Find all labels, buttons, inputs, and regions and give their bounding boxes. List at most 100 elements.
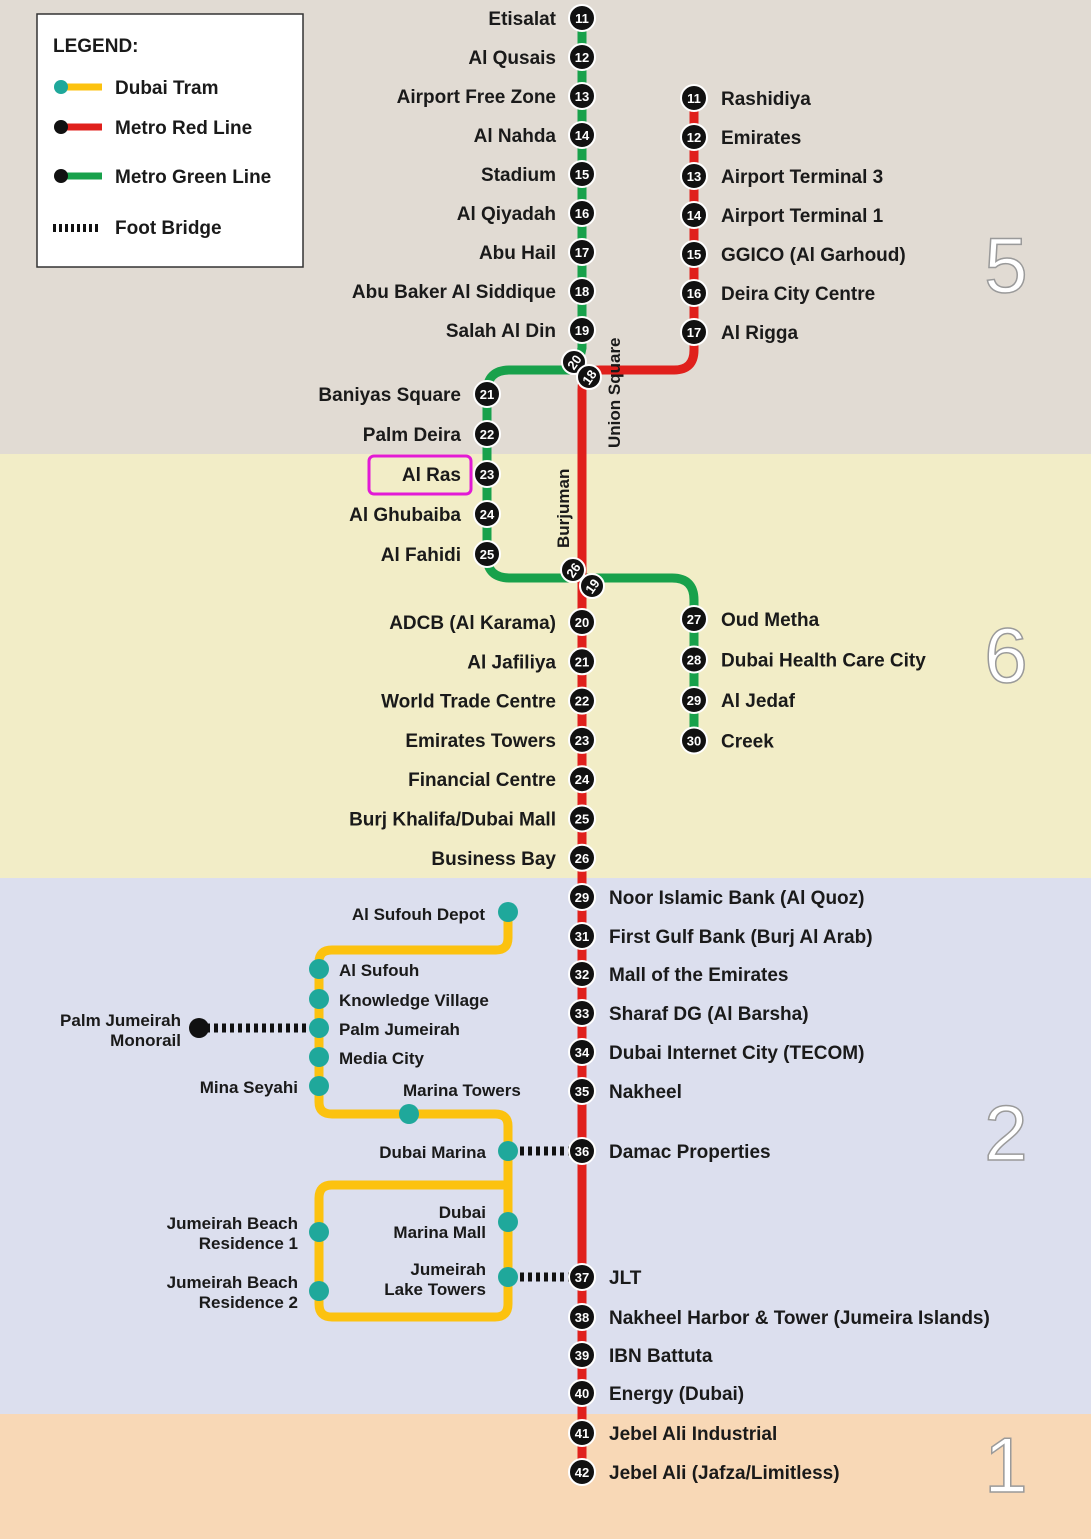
green-station-label: Al Nahda [474, 126, 557, 147]
green-station-number: 24 [480, 507, 495, 522]
red-station-marker [568, 1341, 596, 1369]
red-station-marker [568, 725, 596, 754]
tram-stop-jbr1[interactable] [309, 1222, 329, 1242]
tram-stop-palm-jumeirah[interactable] [309, 1018, 329, 1038]
red-station-label: Al Jafiliya [467, 652, 556, 673]
tram-stop-jbr2[interactable] [309, 1281, 329, 1301]
red-station-business-bay[interactable]: 26 Business Bay [431, 843, 596, 872]
tram-label-dubai-marina-mall-2: Marina Mall [393, 1223, 486, 1242]
tram-label-marina-towers: Marina Towers [403, 1081, 521, 1100]
green-station-marker [568, 121, 596, 149]
tram-stop-jlt[interactable] [498, 1267, 518, 1287]
tram-stop-al-sufouh-depot[interactable] [498, 902, 518, 922]
red-station-label: Jebel Ali Industrial [609, 1424, 777, 1445]
red-station-label: World Trade Centre [381, 692, 556, 713]
tram-line-icon [54, 80, 68, 94]
red-station-label: Airport Terminal 1 [721, 206, 884, 227]
tram-label-jbr1-2: Residence 1 [199, 1234, 298, 1253]
green-station-label: Creek [721, 732, 774, 753]
red-station-number: 26 [575, 851, 589, 866]
tram-stop-knowledge-village[interactable] [309, 989, 329, 1009]
interchange-burjuman[interactable]: 26 19 Burjuman [554, 469, 605, 599]
red-station-number: 41 [575, 1426, 589, 1441]
tram-stop-dubai-marina-mall[interactable] [498, 1212, 518, 1232]
green-station-label: Al Qusais [468, 48, 556, 69]
green-station-marker [568, 277, 596, 305]
tram-stop-marina-towers[interactable] [399, 1104, 419, 1124]
tram-stop-media-city[interactable] [309, 1047, 329, 1067]
red-station-label: IBN Battuta [609, 1346, 713, 1367]
red-station-energy-dubai[interactable]: 40 Energy (Dubai) [568, 1379, 744, 1407]
red-station-number: 35 [575, 1084, 589, 1099]
red-line-icon [54, 120, 68, 134]
red-station-number: 40 [575, 1386, 589, 1401]
green-station-number: 17 [575, 245, 589, 260]
tram-stop-dubai-marina[interactable] [498, 1141, 518, 1161]
zone-label-6: 6 [984, 611, 1027, 699]
red-station-label: Energy (Dubai) [609, 1384, 744, 1405]
red-station-number: 39 [575, 1348, 589, 1363]
red-station-label: Business Bay [431, 849, 556, 870]
interchange-union-square[interactable]: 20 18 Union Square [561, 337, 624, 448]
tram-label-media-city: Media City [339, 1049, 425, 1068]
green-station-marker [473, 420, 501, 448]
red-station-marker [568, 843, 596, 872]
al-ras-highlight [367, 454, 473, 496]
monorail-station[interactable] [189, 1018, 209, 1038]
red-station-marker [568, 1137, 596, 1165]
red-station-label: Rashidiya [721, 89, 811, 110]
red-station-ibn-battuta[interactable]: 39 IBN Battuta [568, 1341, 713, 1369]
red-station-number: 38 [575, 1310, 589, 1325]
green-station-marker [680, 645, 708, 674]
tram-stop-mina-seyahi[interactable] [309, 1076, 329, 1096]
tram-stop-al-sufouh[interactable] [309, 959, 329, 979]
red-station-label: Burj Khalifa/Dubai Mall [349, 810, 556, 831]
red-station-jebel-ali-industrial[interactable]: 41 Jebel Ali Industrial [568, 1419, 777, 1447]
green-station-marker [568, 199, 596, 227]
